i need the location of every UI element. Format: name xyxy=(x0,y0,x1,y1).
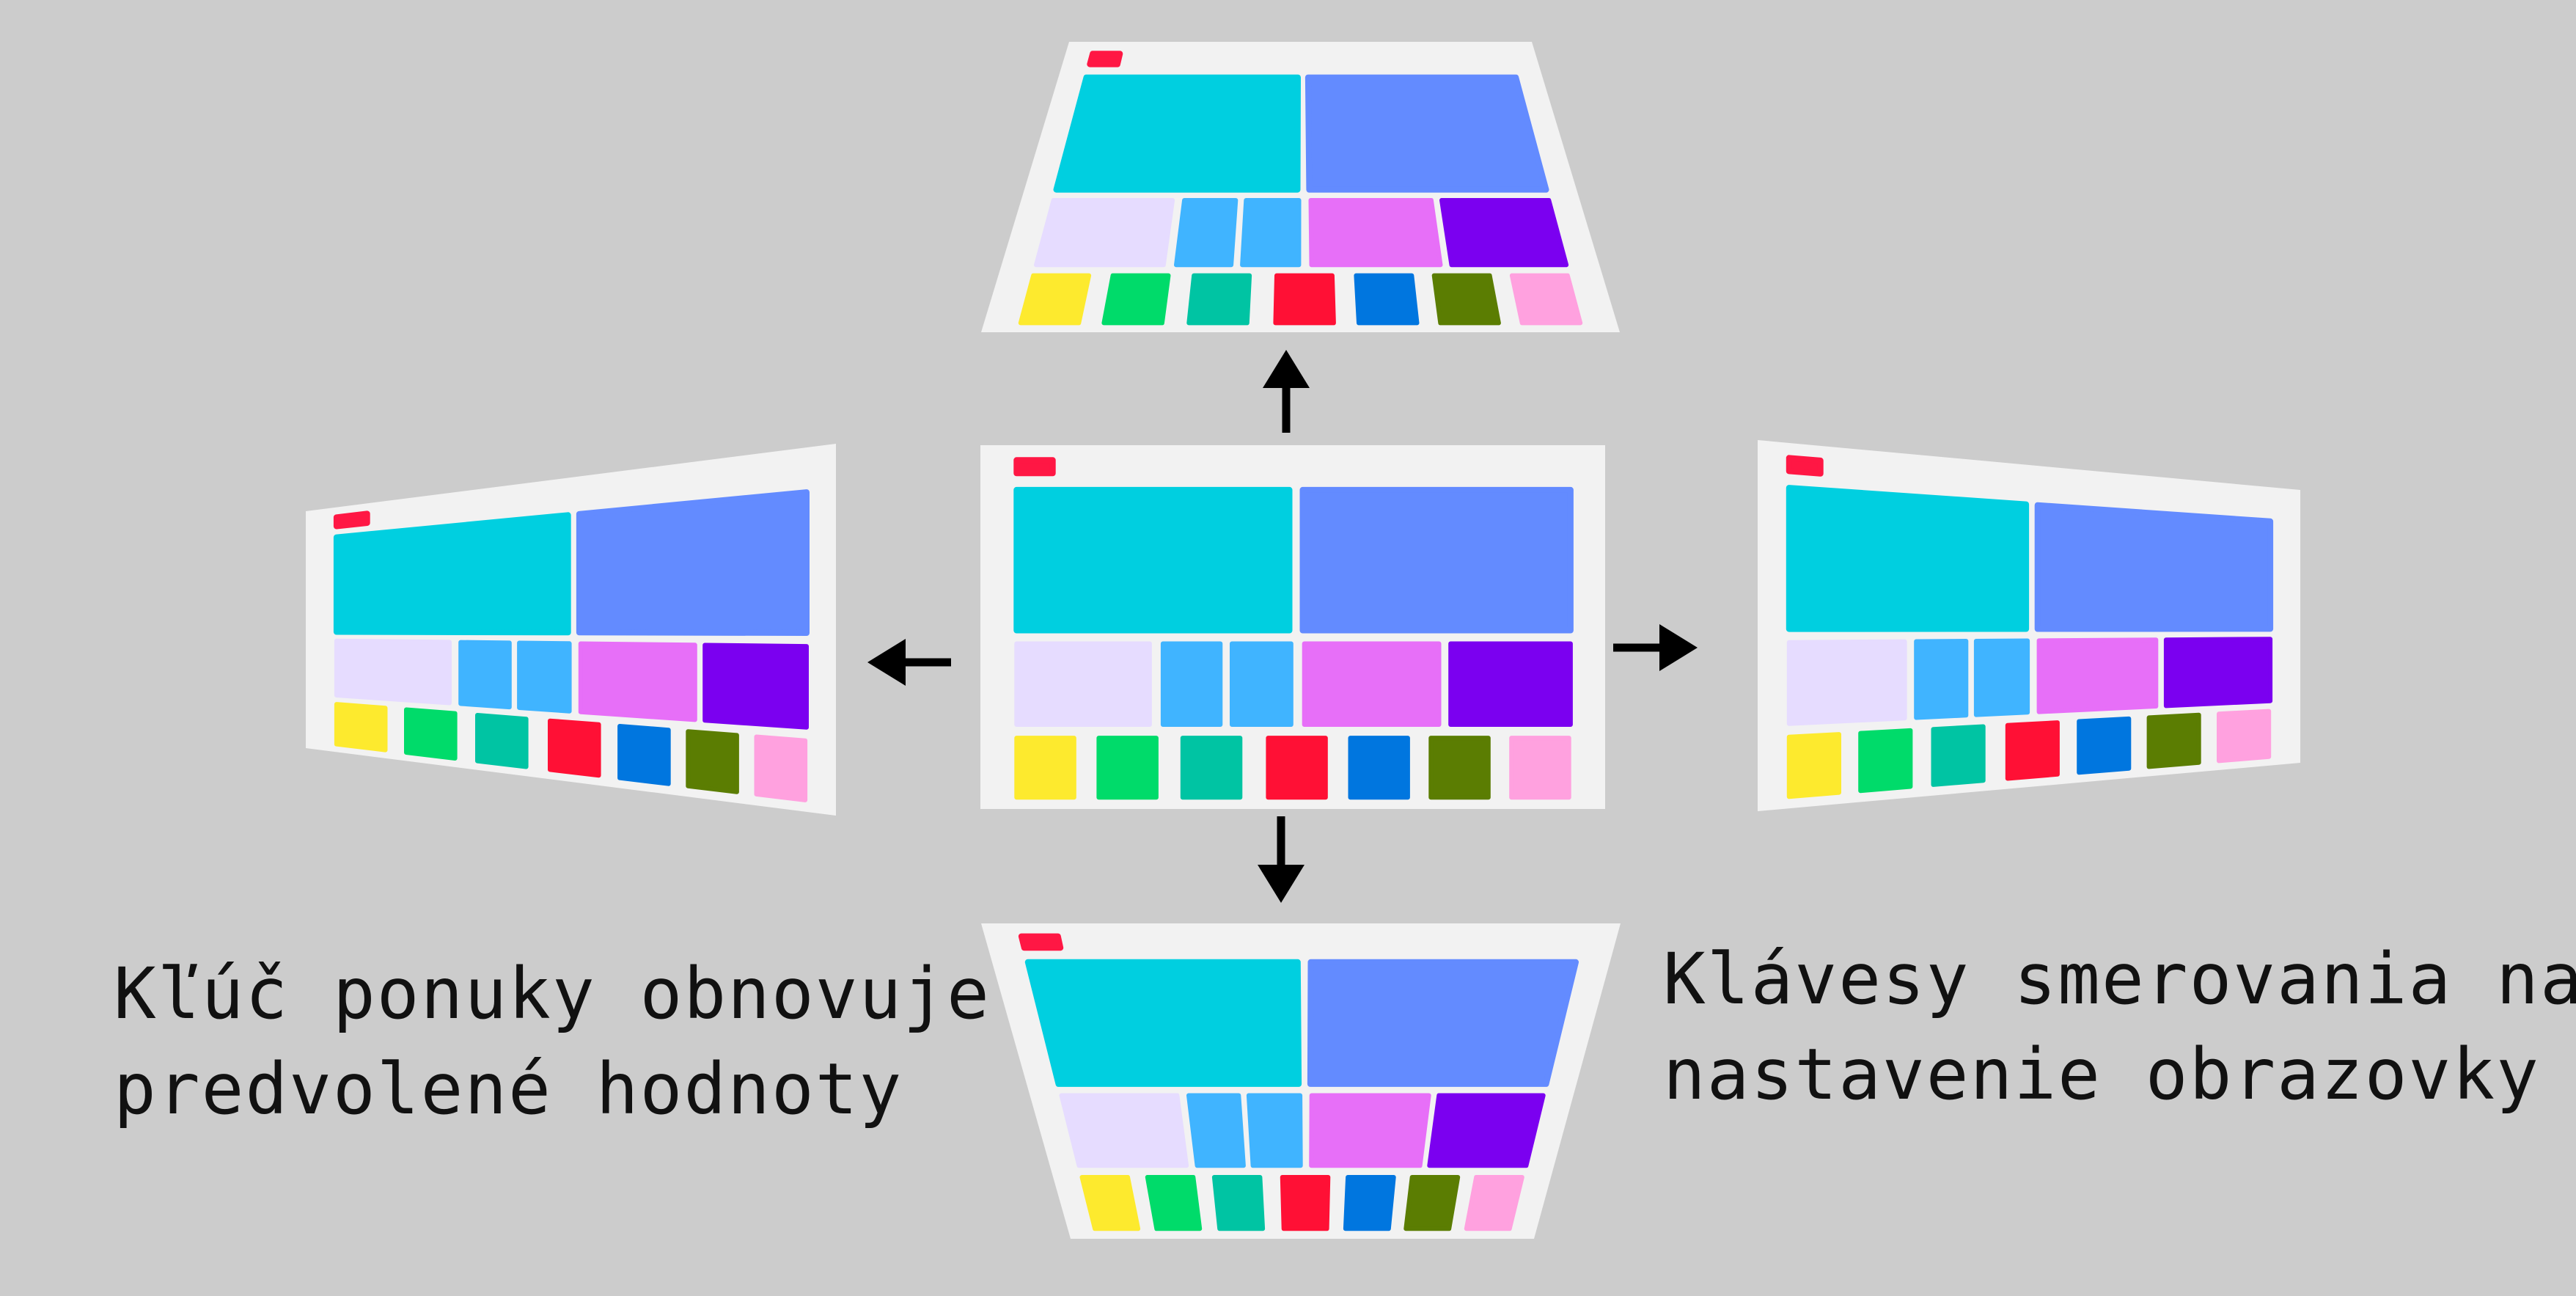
arrow-left-head xyxy=(867,639,906,686)
screen-center-indicator xyxy=(1013,457,1056,477)
screen-top-tile-yellow xyxy=(1018,273,1092,326)
screen-left-tile-red xyxy=(548,718,601,778)
screen-center-tile-blue xyxy=(1299,486,1574,634)
screen-left-tile-cyan xyxy=(333,512,571,636)
screen-right-tile-purple xyxy=(2163,637,2273,709)
screen-right-tile-sky-1 xyxy=(1914,639,1969,720)
caption-right-line-2: nastavenie obrazovky xyxy=(1663,1033,2540,1116)
screen-left-tile-yellow xyxy=(334,702,388,753)
arrow-down xyxy=(1258,816,1304,903)
screen-center-tile-lavender xyxy=(1014,641,1152,727)
screen-left-tile-pink xyxy=(754,734,808,802)
screen-right-tile-lavender xyxy=(1786,639,1907,726)
screen-top-tile-sky-2 xyxy=(1240,198,1302,268)
screen-right-tile-green xyxy=(1858,728,1913,794)
screen-bottom-tile-pink xyxy=(1464,1175,1524,1231)
screen-top-tile-cyan xyxy=(1053,74,1301,193)
screen-center-tile-sky-1 xyxy=(1160,641,1223,727)
arrow-up xyxy=(1263,350,1310,433)
screen-left-tile-magenta xyxy=(578,641,697,722)
screen-center-tile-yellow xyxy=(1014,736,1076,800)
screen-left-tile-blue xyxy=(576,489,810,636)
screen-left-tile-sky-2 xyxy=(517,640,572,714)
screen-top-tile-magenta xyxy=(1308,198,1443,268)
screen-top-tile-olive xyxy=(1431,273,1501,326)
screen-center xyxy=(980,445,1605,809)
screen-bottom-tile-blue xyxy=(1307,959,1579,1087)
screen-left-indicator xyxy=(333,510,370,530)
screen-bottom-tile-azure xyxy=(1343,1175,1396,1231)
screen-left-tile-green xyxy=(404,707,458,761)
screen-left-tile-purple xyxy=(702,642,809,730)
screen-right-tile-cyan xyxy=(1786,485,2030,632)
screen-right-tile-blue xyxy=(2034,502,2274,632)
screen-center-tile-olive xyxy=(1428,736,1491,800)
screen-bottom-tile-lavender xyxy=(1059,1093,1189,1168)
screen-left xyxy=(306,444,836,816)
screen-top-tile-blue xyxy=(1304,74,1549,193)
screen-bottom-tile-sky-1 xyxy=(1186,1093,1246,1168)
arrow-down-head xyxy=(1258,865,1304,903)
screen-bottom-indicator xyxy=(1018,933,1064,951)
screen-right-tile-sky-2 xyxy=(1973,638,2030,717)
screen-top-tile-green xyxy=(1101,273,1171,326)
screen-right-tile-azure xyxy=(2077,716,2132,775)
screen-center-tile-purple xyxy=(1448,641,1573,727)
screen-center-tile-teal xyxy=(1180,736,1243,800)
screen-top-tile-pink xyxy=(1509,273,1583,326)
screen-bottom-tile-sky-2 xyxy=(1246,1093,1303,1168)
screen-center-tile-sky-2 xyxy=(1230,641,1293,727)
screen-left-tile-azure xyxy=(617,724,671,786)
caption-menu-key-reset: Kľúč ponuky obnovuje predvolené hodnoty xyxy=(114,946,991,1137)
screen-center-tile-green xyxy=(1096,736,1159,800)
screen-right xyxy=(1758,440,2300,811)
caption-left-line-2: predvolené hodnoty xyxy=(114,1048,903,1130)
screen-right-tile-magenta xyxy=(2036,637,2159,714)
screen-bottom-tile-teal xyxy=(1211,1175,1266,1231)
screen-bottom-tile-magenta xyxy=(1309,1093,1431,1168)
screen-right-tile-teal xyxy=(1931,724,1986,787)
screen-top-indicator xyxy=(1087,51,1123,67)
screen-right-indicator xyxy=(1786,455,1824,477)
screen-right-tile-yellow xyxy=(1786,732,1841,799)
screen-left-tile-olive xyxy=(686,729,739,794)
screen-top-tile-teal xyxy=(1186,273,1252,326)
screen-right-tile-red xyxy=(2005,720,2060,781)
screen-bottom-tile-purple xyxy=(1427,1093,1546,1168)
screen-bottom-tile-olive xyxy=(1403,1175,1461,1231)
arrow-up-head xyxy=(1263,350,1310,388)
screen-top-tile-purple xyxy=(1439,198,1569,268)
screen-left-tile-lavender xyxy=(334,638,452,706)
arrow-right-head xyxy=(1659,624,1698,671)
arrow-right xyxy=(1613,624,1698,671)
screen-bottom-tile-green xyxy=(1145,1175,1203,1231)
screen-center-tile-cyan xyxy=(1013,486,1293,634)
screen-bottom xyxy=(981,923,1621,1239)
caption-right-line-1: Klávesy smerovania na xyxy=(1663,938,2576,1020)
screen-center-tile-red xyxy=(1266,736,1328,800)
screen-top-tile-sky-1 xyxy=(1174,198,1239,268)
screen-top-tile-red xyxy=(1273,273,1336,326)
screen-center-tile-magenta xyxy=(1302,641,1442,727)
screen-center-tile-azure xyxy=(1348,736,1410,800)
caption-arrow-keys-adjust: Klávesy smerovania na nastavenie obrazov… xyxy=(1663,931,2576,1122)
screen-left-tile-sky-1 xyxy=(458,640,512,710)
screen-top-tile-azure xyxy=(1354,273,1420,326)
screen-bottom-tile-yellow xyxy=(1079,1175,1141,1231)
screen-top xyxy=(981,42,1620,332)
screen-right-tile-olive xyxy=(2146,712,2201,769)
screen-left-tile-teal xyxy=(475,713,529,769)
screen-right-tile-pink xyxy=(2217,709,2272,764)
caption-left-line-1: Kľúč ponuky obnovuje xyxy=(114,953,991,1035)
screen-bottom-tile-cyan xyxy=(1024,959,1302,1087)
arrow-left xyxy=(867,639,951,686)
screen-bottom-tile-red xyxy=(1280,1175,1331,1231)
screen-center-tile-pink xyxy=(1509,736,1571,800)
screen-top-tile-lavender xyxy=(1034,198,1175,268)
